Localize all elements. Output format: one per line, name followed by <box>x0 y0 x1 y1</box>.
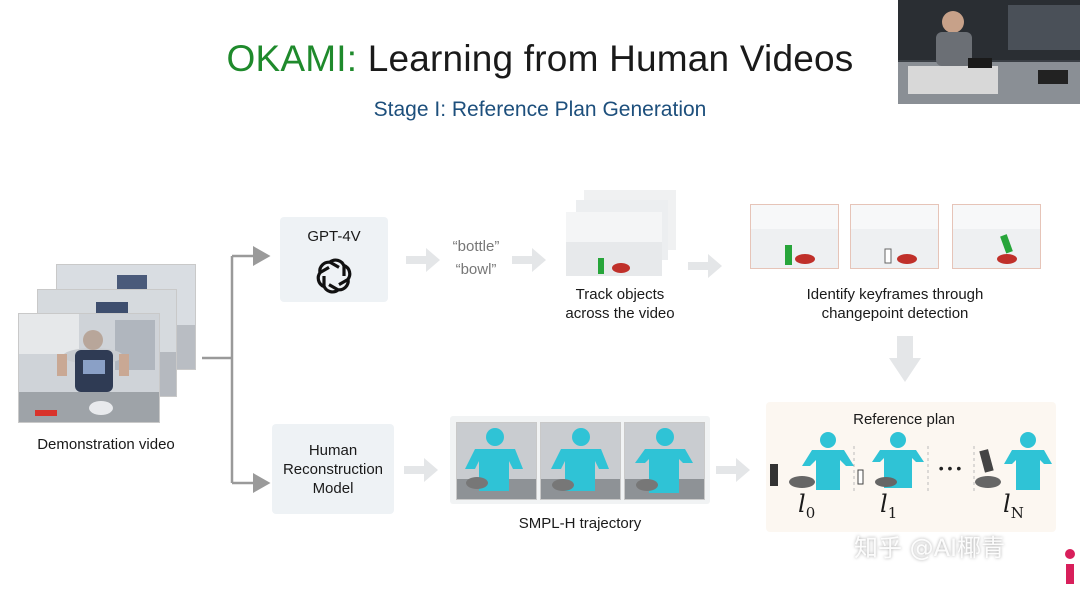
label-lN: lN <box>1003 490 1024 522</box>
reference-plan-title: Reference plan <box>853 411 955 428</box>
gpt4v-label: GPT-4V <box>307 228 361 245</box>
title-accent: OKAMI: <box>226 38 358 79</box>
object-name-bottle: “bottle” <box>452 238 500 255</box>
reference-plan-figures <box>770 432 1052 492</box>
object-name-bowl: “bowl” <box>455 261 497 278</box>
smpl-frame-3 <box>624 422 705 500</box>
label-l0: l0 <box>798 490 816 522</box>
page-subtitle: Stage I: Reference Plan Generation <box>373 98 707 121</box>
presenter-webcam <box>898 0 1080 104</box>
smpl-frame-2 <box>540 422 621 500</box>
smpl-trajectory-label: SMPL-H trajectory <box>518 515 642 532</box>
human-reconstruction-model-box: Human Reconstruction Model <box>272 424 394 514</box>
corner-logo-icon <box>1062 548 1078 584</box>
reference-ellipsis: • • • <box>938 460 962 476</box>
watermark: 知乎 @AI椰青 <box>854 534 1006 562</box>
demo-video-label: Demonstration video <box>37 436 175 453</box>
smpl-frame-1 <box>456 422 537 500</box>
keyframes-label: Identify keyframes through changepoint d… <box>806 286 984 322</box>
label-l1: l1 <box>880 490 898 522</box>
track-objects-label: Track objects across the video <box>565 286 675 322</box>
openai-logo-icon <box>316 258 352 294</box>
page-title: OKAMI: Learning from Human Videos <box>0 38 1080 80</box>
keyframe-2 <box>850 204 939 269</box>
keyframe-3 <box>952 204 1041 269</box>
title-rest: Learning from Human Videos <box>357 38 854 79</box>
track-objects-frames <box>566 190 676 280</box>
gpt4v-box: GPT-4V <box>280 217 388 302</box>
keyframe-1 <box>750 204 839 269</box>
demo-video-frame <box>18 313 160 423</box>
